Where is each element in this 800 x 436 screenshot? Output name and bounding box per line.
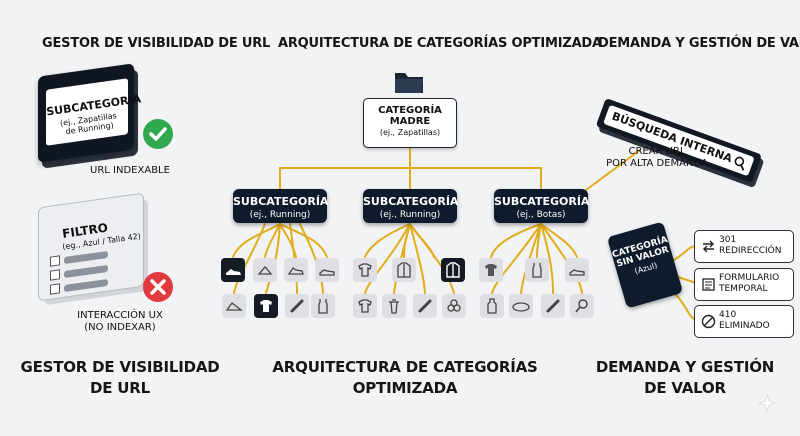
right-footer-2: DE VALOR xyxy=(644,379,726,397)
create-url-line1: CREAR URL xyxy=(628,146,686,157)
subcategory-box: SUBCATEGORÍA (ej., Running) xyxy=(363,189,458,223)
sneaker-icon xyxy=(284,258,308,282)
subcategory-box: SUBCATEGORÍA (ej., Botas) xyxy=(494,189,589,223)
bowl-icon xyxy=(509,294,533,318)
center-footer-2: OPTIMIZADA xyxy=(352,379,458,397)
jacket-icon xyxy=(392,258,416,282)
left-footer-2: DE URL xyxy=(89,379,150,397)
trash-icon xyxy=(382,294,406,318)
create-url-line2: POR ALTA DEMANDA xyxy=(606,158,708,169)
card1-caption: URL INDEXABLE xyxy=(90,165,170,176)
filter-checkbox[interactable] xyxy=(50,255,60,267)
parent-line1: CATEGORÍA xyxy=(378,105,442,116)
tshirt-icon xyxy=(353,294,377,318)
parent-line2: MADRE xyxy=(389,116,431,127)
sneaker-icon xyxy=(221,258,245,282)
right-title: DEMANDA Y GESTIÓN DE VALOR xyxy=(598,36,800,51)
subcategory-box: SUBCATEGORÍA (ej., Running) xyxy=(233,189,328,223)
deleted-icon xyxy=(701,314,716,329)
filter-checkbox[interactable] xyxy=(50,283,60,295)
card2-caption-2: (NO INDEXAR) xyxy=(84,322,156,333)
right-footer-1: DEMANDA Y GESTIÓN xyxy=(595,358,775,376)
folder-icon xyxy=(393,69,425,95)
tank-top-icon xyxy=(311,294,335,318)
form-icon xyxy=(701,277,716,292)
left-footer-1: GESTOR DE VISIBILIDAD xyxy=(20,358,220,376)
tape-icon xyxy=(285,294,309,318)
search-input[interactable]: BÚSQUEDA INTERNA xyxy=(603,104,755,177)
internal-search-bar[interactable]: BÚSQUEDA INTERNA xyxy=(595,98,766,189)
center-title: ARQUITECTURA DE CATEGORÍAS OPTIMIZADA xyxy=(278,36,602,51)
parent-category-box: CATEGORÍA MADRE (ej., Zapatillas) xyxy=(363,98,457,148)
left-title: GESTOR DE VISIBILIDAD DE URL xyxy=(42,36,271,51)
check-icon xyxy=(142,118,174,150)
tshirt-icon xyxy=(479,258,503,282)
tank-top-icon xyxy=(525,258,549,282)
subcategory-card: SUBCATEGORÍA (ej., Zapatillas de Running… xyxy=(38,63,142,169)
sparkle-icon xyxy=(757,393,777,413)
sneaker-icon xyxy=(315,258,339,282)
tshirt-icon xyxy=(254,294,278,318)
filter-checkbox[interactable] xyxy=(50,269,60,281)
redirect-icon xyxy=(701,239,716,254)
bottle-icon xyxy=(480,294,504,318)
tape-icon xyxy=(413,294,437,318)
parent-example: (ej., Zapatillas) xyxy=(379,128,441,137)
search-icon[interactable] xyxy=(731,154,749,172)
card2-caption-1: INTERACCIÓN UX xyxy=(77,310,163,321)
hiker-icon xyxy=(253,258,277,282)
tape-icon xyxy=(541,294,565,318)
tshirt-icon xyxy=(353,258,377,282)
jacket-icon xyxy=(441,258,465,282)
center-footer-1: ARQUITECTURA DE CATEGORÍAS xyxy=(272,358,538,376)
filter-card: FILTRO (eg., Azul / Talla 42) xyxy=(38,192,150,306)
shirt-icon xyxy=(222,294,246,318)
stones-icon xyxy=(442,294,466,318)
magnifier-icon xyxy=(570,294,594,318)
cross-icon xyxy=(142,271,174,303)
sneaker-icon xyxy=(565,258,589,282)
